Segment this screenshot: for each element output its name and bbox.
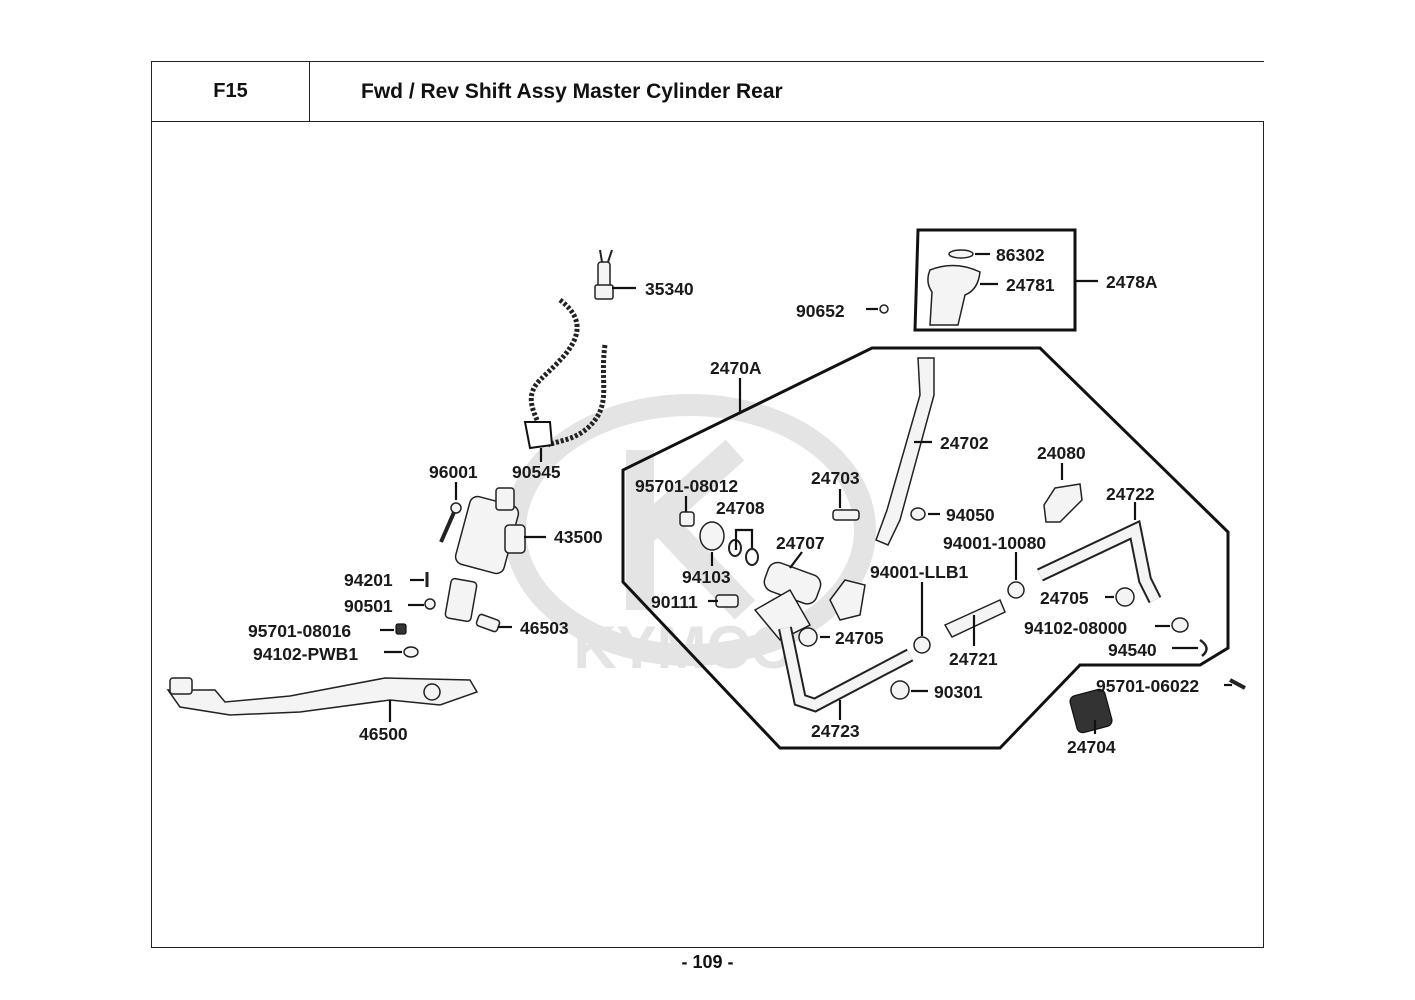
- assembly-outline-2470A: [621, 346, 1230, 750]
- shift-rod-24723: [778, 626, 914, 713]
- nut-90301: [890, 680, 910, 700]
- callout-94201: 94201: [344, 570, 393, 590]
- page-number: - 109 -: [681, 952, 734, 972]
- washer-94103: [699, 521, 725, 551]
- callout-90501: 90501: [344, 596, 393, 616]
- clevis-46503: [475, 613, 501, 633]
- emblem-86302: [948, 249, 974, 259]
- bushing-24705-left: [798, 627, 818, 647]
- bolt-90111: [715, 594, 739, 608]
- callout-94050: 94050: [946, 505, 995, 525]
- clip-94540: [1199, 638, 1208, 657]
- callout-24705-right: 24705: [1040, 588, 1089, 608]
- callout-90545: 90545: [512, 462, 561, 482]
- callout-24707: 24707: [776, 533, 825, 553]
- diagram-frame: [151, 121, 1264, 948]
- callout-94103: 94103: [682, 567, 731, 587]
- callout-90652: 90652: [796, 301, 845, 321]
- callout-24705-left: 24705: [835, 628, 884, 648]
- callout-94102-08000: 94102-08000: [1024, 618, 1127, 638]
- bolt-96001: [439, 502, 462, 543]
- wire-harness-90545: [523, 298, 608, 450]
- callout-24703: 24703: [811, 468, 860, 488]
- pivot-24707: [753, 561, 866, 641]
- brake-pedal-46500: [166, 677, 479, 716]
- washer-90501: [424, 598, 436, 610]
- shift-lever-24702: [875, 357, 935, 546]
- callout-90111: 90111: [651, 592, 698, 612]
- leader-lines: [380, 252, 1232, 734]
- callout-46500: 46500: [359, 724, 408, 744]
- callout-90301: 90301: [934, 682, 983, 702]
- callout-24708: 24708: [716, 498, 765, 518]
- callout-24723: 24723: [811, 721, 860, 741]
- callout-95701-06022: 95701-06022: [1096, 676, 1199, 696]
- page-title: Fwd / Rev Shift Assy Master Cylinder Rea…: [309, 61, 1264, 122]
- washer-94050: [910, 507, 926, 521]
- callout-2478A: 2478A: [1106, 272, 1158, 292]
- bushing-24705-right: [1115, 587, 1135, 607]
- callout-95701-08012: 95701-08012: [635, 476, 738, 496]
- callout-46503: 46503: [520, 618, 569, 638]
- bolt-95701-08012: [679, 511, 695, 527]
- master-cylinder-43500: [444, 487, 526, 623]
- shift-knob-24781: [927, 264, 981, 326]
- bracket-24080: [1043, 483, 1083, 523]
- callout-94540: 94540: [1108, 640, 1157, 660]
- callout-2470A: 2470A: [710, 358, 762, 378]
- o-rings-24708: [728, 539, 759, 566]
- washer-94102-08000: [1171, 617, 1189, 633]
- callout-43500: 43500: [554, 527, 603, 547]
- callout-24080: 24080: [1037, 443, 1086, 463]
- shift-rod-24722: [1037, 519, 1162, 604]
- pin-24703: [832, 509, 860, 521]
- bolt-95701-08016: [395, 623, 407, 635]
- callout-24702: 24702: [940, 433, 989, 453]
- callout-86302: 86302: [996, 245, 1045, 265]
- callout-labels: 35340 90545 96001 43500 94201 90501 9570…: [248, 245, 1199, 757]
- pin-95701-06022: [1229, 678, 1246, 690]
- callout-24704: 24704: [1067, 737, 1116, 757]
- washer-94102-PWB1: [403, 646, 419, 658]
- callout-24721: 24721: [949, 649, 998, 669]
- callout-95701-08016: 95701-08016: [248, 621, 351, 641]
- assembly-box-2478A: [913, 228, 1077, 332]
- callout-35340: 35340: [645, 279, 694, 299]
- callout-24781: 24781: [1006, 275, 1055, 295]
- callout-24722: 24722: [1106, 484, 1155, 504]
- callout-94001-10080: 94001-10080: [943, 533, 1046, 553]
- screw-90652: [879, 304, 889, 314]
- switch-part-35340: [594, 249, 614, 300]
- nut-94001-LLB1: [913, 636, 931, 654]
- nut-94001-10080: [1007, 581, 1025, 599]
- callout-96001: 96001: [429, 462, 478, 482]
- callout-94102-PWB1: 94102-PWB1: [253, 644, 358, 664]
- callout-94001-LLB1: 94001-LLB1: [870, 562, 969, 582]
